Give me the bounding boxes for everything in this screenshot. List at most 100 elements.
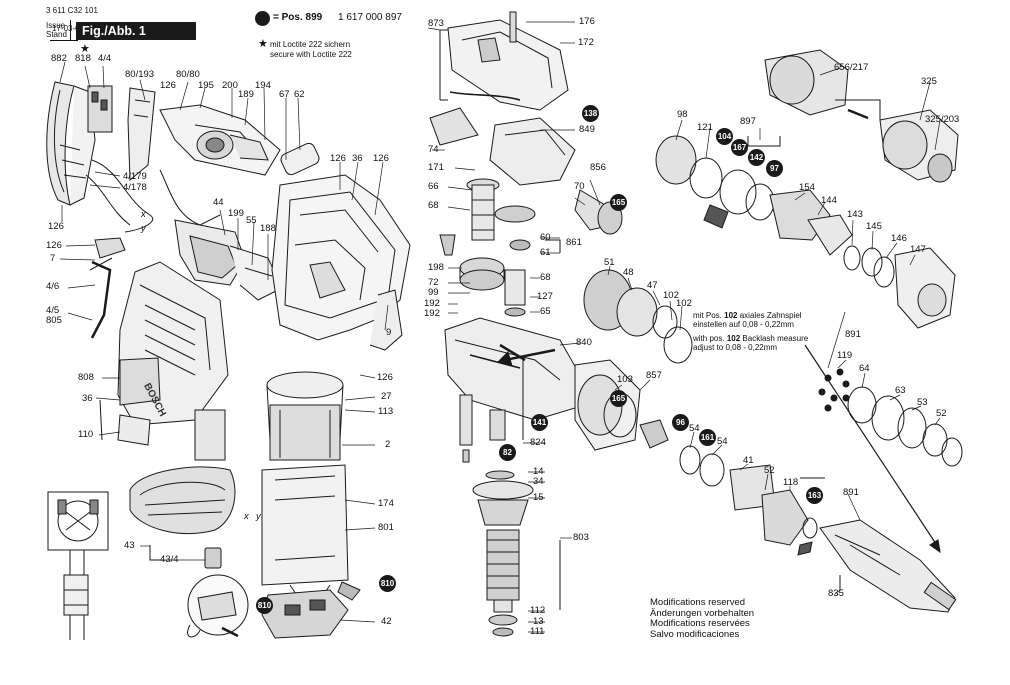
lower-gear-housing xyxy=(444,317,581,463)
bracket-43 xyxy=(149,545,160,561)
gear-housing-cover xyxy=(429,11,576,186)
part-label: 4/178 xyxy=(123,182,147,193)
bracket-897 xyxy=(747,136,781,147)
part-badge: 141 xyxy=(531,414,548,431)
part-label: 70 xyxy=(574,181,585,192)
part-label: 65 xyxy=(540,306,551,317)
part-label: 111 xyxy=(530,626,545,637)
wiring-schematic xyxy=(47,491,109,640)
part-label: 112 xyxy=(530,605,546,616)
handle-assembly xyxy=(46,81,153,339)
pos102-note-en-2: adjust to 0,08 - 0,22mm xyxy=(693,343,778,352)
part-label: 325 xyxy=(921,76,937,87)
part-label: 4/5 xyxy=(46,305,60,316)
part-label: 27 xyxy=(381,391,392,402)
part-badge: 82 xyxy=(499,444,516,461)
pos102-note-en: with pos. 102 Backlash measure xyxy=(693,334,809,343)
part-label: 119 xyxy=(837,350,853,361)
part-badge: 97 xyxy=(766,160,783,177)
part-badge: 163 xyxy=(806,487,823,504)
part-label: 144 xyxy=(821,195,837,206)
part-label: 656/217 xyxy=(834,62,869,73)
part-label: 80/80 xyxy=(176,69,200,80)
part-label: 42 xyxy=(381,616,392,627)
header-divider xyxy=(70,20,71,40)
part-label: 53 xyxy=(917,397,928,408)
star-marker-icon: ★ xyxy=(80,43,90,55)
part-label: 801 xyxy=(378,522,394,533)
part-label: 192 xyxy=(424,308,440,319)
part-label: 68 xyxy=(540,272,551,283)
pos102-note-de: mit Pos. 102 axiales Zahnspiel xyxy=(693,311,802,320)
tool-holder-assembly xyxy=(655,135,956,329)
part-label: 882 xyxy=(51,53,67,64)
part-badge: 165 xyxy=(610,194,627,211)
part-label: 198 xyxy=(428,262,444,273)
part-label: 43/4 xyxy=(160,554,179,565)
armature xyxy=(472,470,534,637)
part-label: 110 xyxy=(78,429,94,440)
part-label: 803 xyxy=(573,532,589,543)
part-label: 805 xyxy=(46,315,62,326)
handle-housing xyxy=(117,261,229,461)
header-underline xyxy=(50,40,78,41)
part-label: 34 xyxy=(533,476,544,487)
part-label: 897 xyxy=(740,116,756,127)
part-label: 52 xyxy=(764,465,775,476)
part-label: 9 xyxy=(386,327,392,338)
part-label: 44 xyxy=(213,197,224,208)
part-label: 66 xyxy=(428,181,439,192)
part-label: 126 xyxy=(160,80,176,91)
part-badge: 810 xyxy=(379,575,396,592)
part-badge: 165 xyxy=(610,390,627,407)
part-label: 4/179 xyxy=(123,171,147,182)
part-label: 4/4 xyxy=(98,53,112,64)
footer-line: Salvo modificaciones xyxy=(650,628,740,640)
part-label: 113 xyxy=(378,406,394,417)
part-label: 861 xyxy=(566,237,582,248)
bracket-861 xyxy=(545,239,561,253)
figure-tag: Fig./Abb. 1 xyxy=(76,22,196,40)
wire-x-label: x xyxy=(141,209,146,220)
part-label: 835 xyxy=(828,588,844,599)
part-label: 194 xyxy=(255,80,271,91)
part-label: 55 xyxy=(246,215,257,226)
wire-x-label: x xyxy=(244,511,249,522)
base-plate xyxy=(129,466,236,569)
part-label: 145 xyxy=(866,221,882,232)
part-label: 102 xyxy=(663,290,679,301)
part-label: 818 xyxy=(75,53,91,64)
part-label: 199 xyxy=(228,208,244,219)
part-label: 102 xyxy=(676,298,692,309)
part-label: 43 xyxy=(124,540,135,551)
part-label: 52 xyxy=(936,408,947,419)
part-label: 60 xyxy=(540,232,551,243)
brush-holder xyxy=(261,581,361,639)
part-badge: 142 xyxy=(748,149,765,166)
wire-y-label: y xyxy=(141,223,146,234)
part-label: 48 xyxy=(623,267,634,278)
part-label: 72 xyxy=(428,277,439,288)
part-label: 63 xyxy=(895,385,906,396)
part-label: 13 xyxy=(533,616,544,627)
part-label: 67 xyxy=(279,89,290,100)
part-label: 4/6 xyxy=(46,281,60,292)
issue-label: Issue xyxy=(46,21,66,30)
part-label: 143 xyxy=(847,209,863,220)
part-label: 36 xyxy=(352,153,363,164)
bracket-873 xyxy=(439,29,448,101)
part-label: 857 xyxy=(646,370,662,381)
part-label: 64 xyxy=(859,363,870,374)
part-label: 47 xyxy=(647,280,658,291)
pos-label: = Pos. 899 xyxy=(273,12,323,23)
part-badge: 104 xyxy=(716,128,733,145)
part-label: 62 xyxy=(294,89,305,100)
part-label: 176 xyxy=(579,16,595,27)
part-label: 174 xyxy=(378,498,394,509)
part-label: 891 xyxy=(843,487,859,498)
part-label: 808 xyxy=(78,372,94,383)
part-badge: 167 xyxy=(731,139,748,156)
loctite-note-en: secure with Loctite 222 xyxy=(270,50,352,59)
pos-number: 1 617 000 897 xyxy=(338,12,402,23)
star-icon: ★ xyxy=(258,38,268,50)
